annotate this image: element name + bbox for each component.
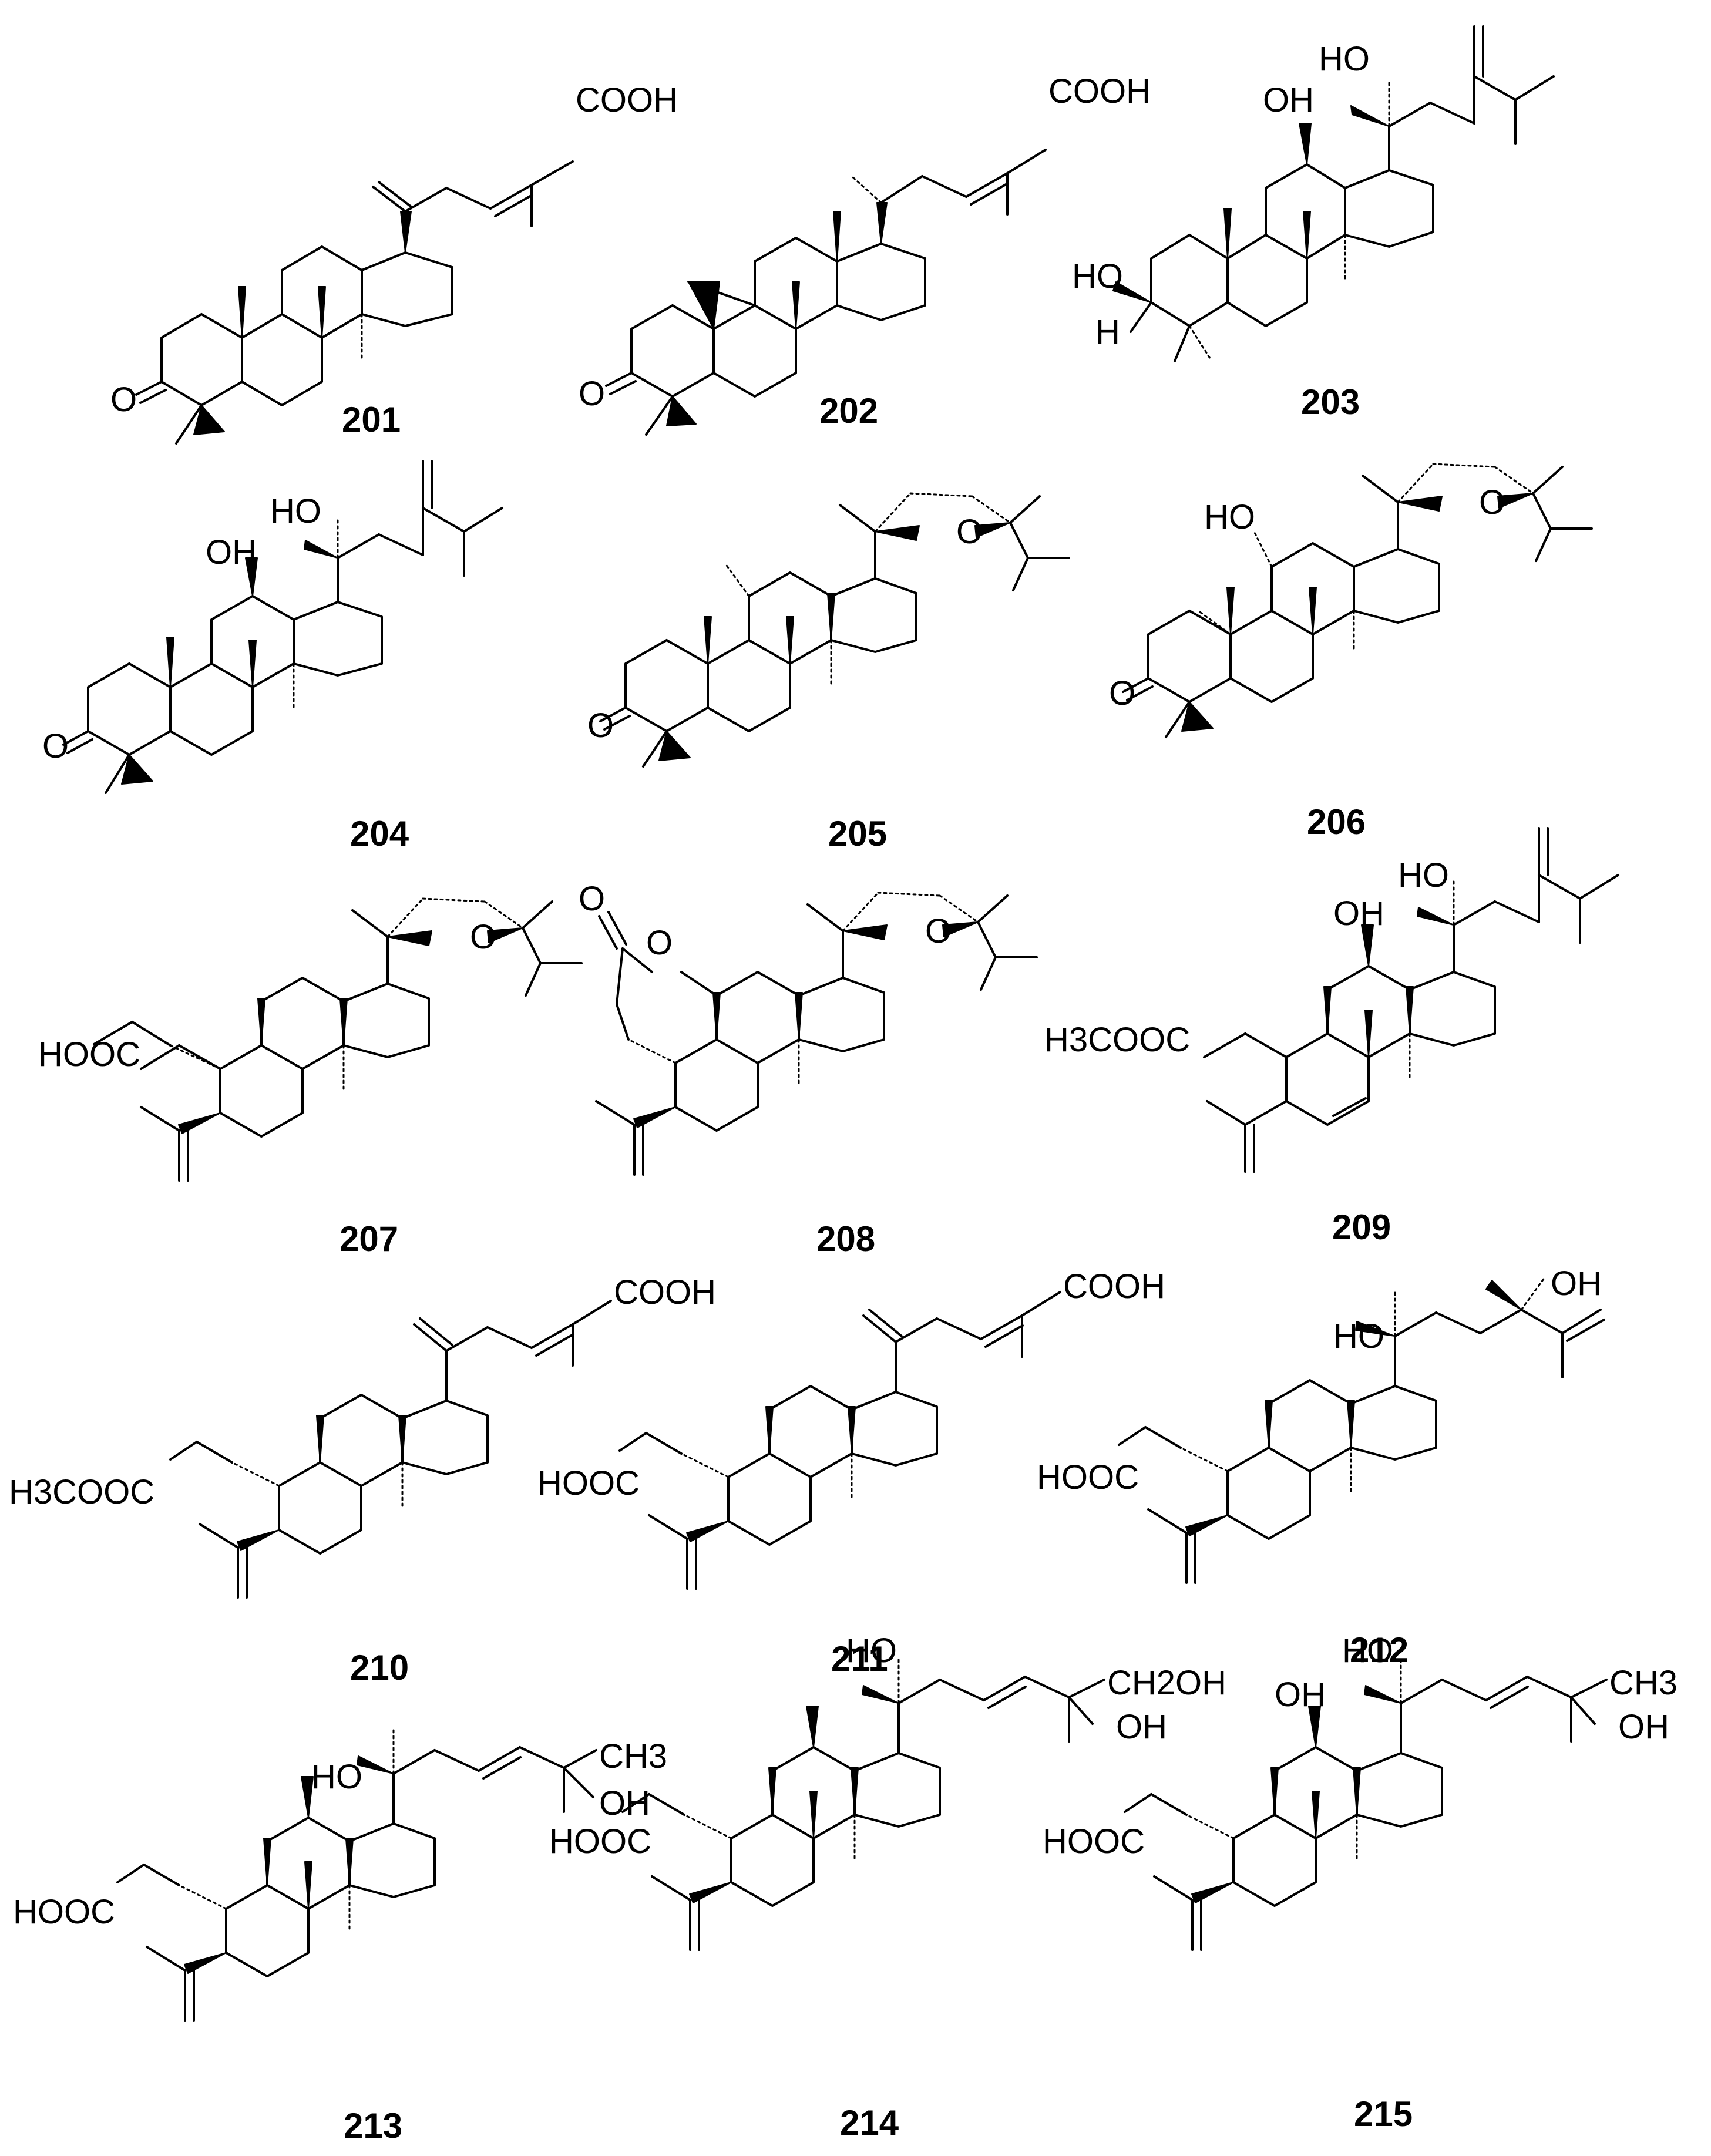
compound-number: 204 xyxy=(350,814,409,853)
label-cooh: COOH xyxy=(614,1273,716,1311)
label-ester-o: O xyxy=(646,924,673,962)
compound-203: HO OH HO H 203 xyxy=(1072,25,1555,422)
compound-number: 205 xyxy=(828,814,887,853)
compound-204: HO OH O 204 xyxy=(42,460,503,853)
label-ho: HO xyxy=(1333,1317,1384,1356)
label-ketone-o: O xyxy=(110,381,137,419)
compound-number: 215 xyxy=(1354,2094,1413,2134)
label-oh-side: HO xyxy=(270,492,321,530)
label-cooh: COOH xyxy=(1063,1267,1165,1306)
label-oh-side: HO xyxy=(1319,40,1370,78)
compound-number: 212 xyxy=(1350,1630,1409,1670)
compound-number: 207 xyxy=(339,1219,398,1259)
compound-202: COOH O 202 xyxy=(579,72,1151,436)
compound-201: COOH O 201 xyxy=(110,81,678,445)
label-carbonyl-o: O xyxy=(579,880,605,918)
compound-208: O O O 208 xyxy=(579,880,1038,1259)
compound-number: 211 xyxy=(831,1639,888,1679)
label-ether-o: O xyxy=(470,918,496,956)
label-ether-o: O xyxy=(925,912,952,950)
compound-213: HO CH3 OH HOOC 213 xyxy=(13,1728,667,2145)
compound-number: 213 xyxy=(344,2106,402,2145)
label-oh-c12: OH xyxy=(1275,1676,1326,1714)
label-oh: OH xyxy=(1618,1708,1669,1746)
compound-number: 209 xyxy=(1332,1208,1391,1247)
label-ho-c3: HO xyxy=(1072,257,1123,295)
compound-206: HO O O 206 xyxy=(1109,463,1593,842)
compound-211: COOH HOOC 211 xyxy=(537,1267,1165,1679)
compound-number: 202 xyxy=(819,391,878,430)
label-hooc: HOOC xyxy=(1043,1822,1145,1861)
label-oh-c12: OH xyxy=(1333,894,1384,933)
label-h: H xyxy=(1095,313,1120,351)
label-oh: OH xyxy=(599,1784,650,1822)
compound-number: 206 xyxy=(1307,802,1366,842)
label-ho: HO xyxy=(1204,498,1255,536)
label-oh-side: HO xyxy=(1398,856,1449,894)
label-hooc: HOOC xyxy=(537,1464,640,1502)
label-ch2oh: CH2OH xyxy=(1107,1664,1226,1702)
label-h3cooc: H3COOC xyxy=(1044,1021,1190,1059)
label-ether-o: O xyxy=(1479,483,1505,522)
label-hooc: HOOC xyxy=(1037,1458,1139,1496)
compound-number: 203 xyxy=(1301,382,1360,422)
label-ketone-o: O xyxy=(579,375,605,413)
label-oh: OH xyxy=(1551,1264,1602,1303)
label-hooc: HOOC xyxy=(13,1893,115,1931)
label-oh: OH xyxy=(1116,1708,1167,1746)
label-oh-c12: OH xyxy=(206,533,257,571)
label-cooh: COOH xyxy=(576,81,678,119)
compound-210: COOH H3COOC 210 xyxy=(9,1273,716,1687)
compound-214: HO CH2OH OH HOOC 214 xyxy=(549,1632,1226,2142)
label-ch3: CH3 xyxy=(1609,1664,1678,1702)
compound-number: 214 xyxy=(840,2103,899,2142)
label-ho-side: HO xyxy=(1342,1632,1393,1670)
label-hooc: HOOC xyxy=(38,1035,140,1074)
label-ho: HO xyxy=(311,1758,362,1796)
compound-number: 201 xyxy=(342,400,401,439)
compound-209: HO OH H3COOC 209 xyxy=(1044,827,1619,1247)
compound-207: HOOC O 207 xyxy=(38,897,583,1259)
label-ketone-o: O xyxy=(1109,674,1135,712)
compound-212: HO OH HOOC 212 xyxy=(1037,1264,1605,1670)
label-ketone-o: O xyxy=(42,727,69,765)
compound-205: O O 205 xyxy=(587,492,1070,853)
compound-215: HO OH CH3 OH HOOC 215 xyxy=(1043,1632,1678,2134)
label-cooh: COOH xyxy=(1048,72,1151,110)
label-ketone-o: O xyxy=(587,707,614,745)
compound-number: 208 xyxy=(816,1219,875,1259)
label-oh-c12: OH xyxy=(1263,81,1314,119)
label-hooc: HOOC xyxy=(549,1822,651,1861)
compound-number: 210 xyxy=(350,1648,409,1687)
label-h3cooc: H3COOC xyxy=(9,1473,154,1511)
label-ch3: CH3 xyxy=(599,1737,667,1775)
label-ho: HO xyxy=(846,1632,897,1670)
label-ether-o: O xyxy=(956,513,983,551)
